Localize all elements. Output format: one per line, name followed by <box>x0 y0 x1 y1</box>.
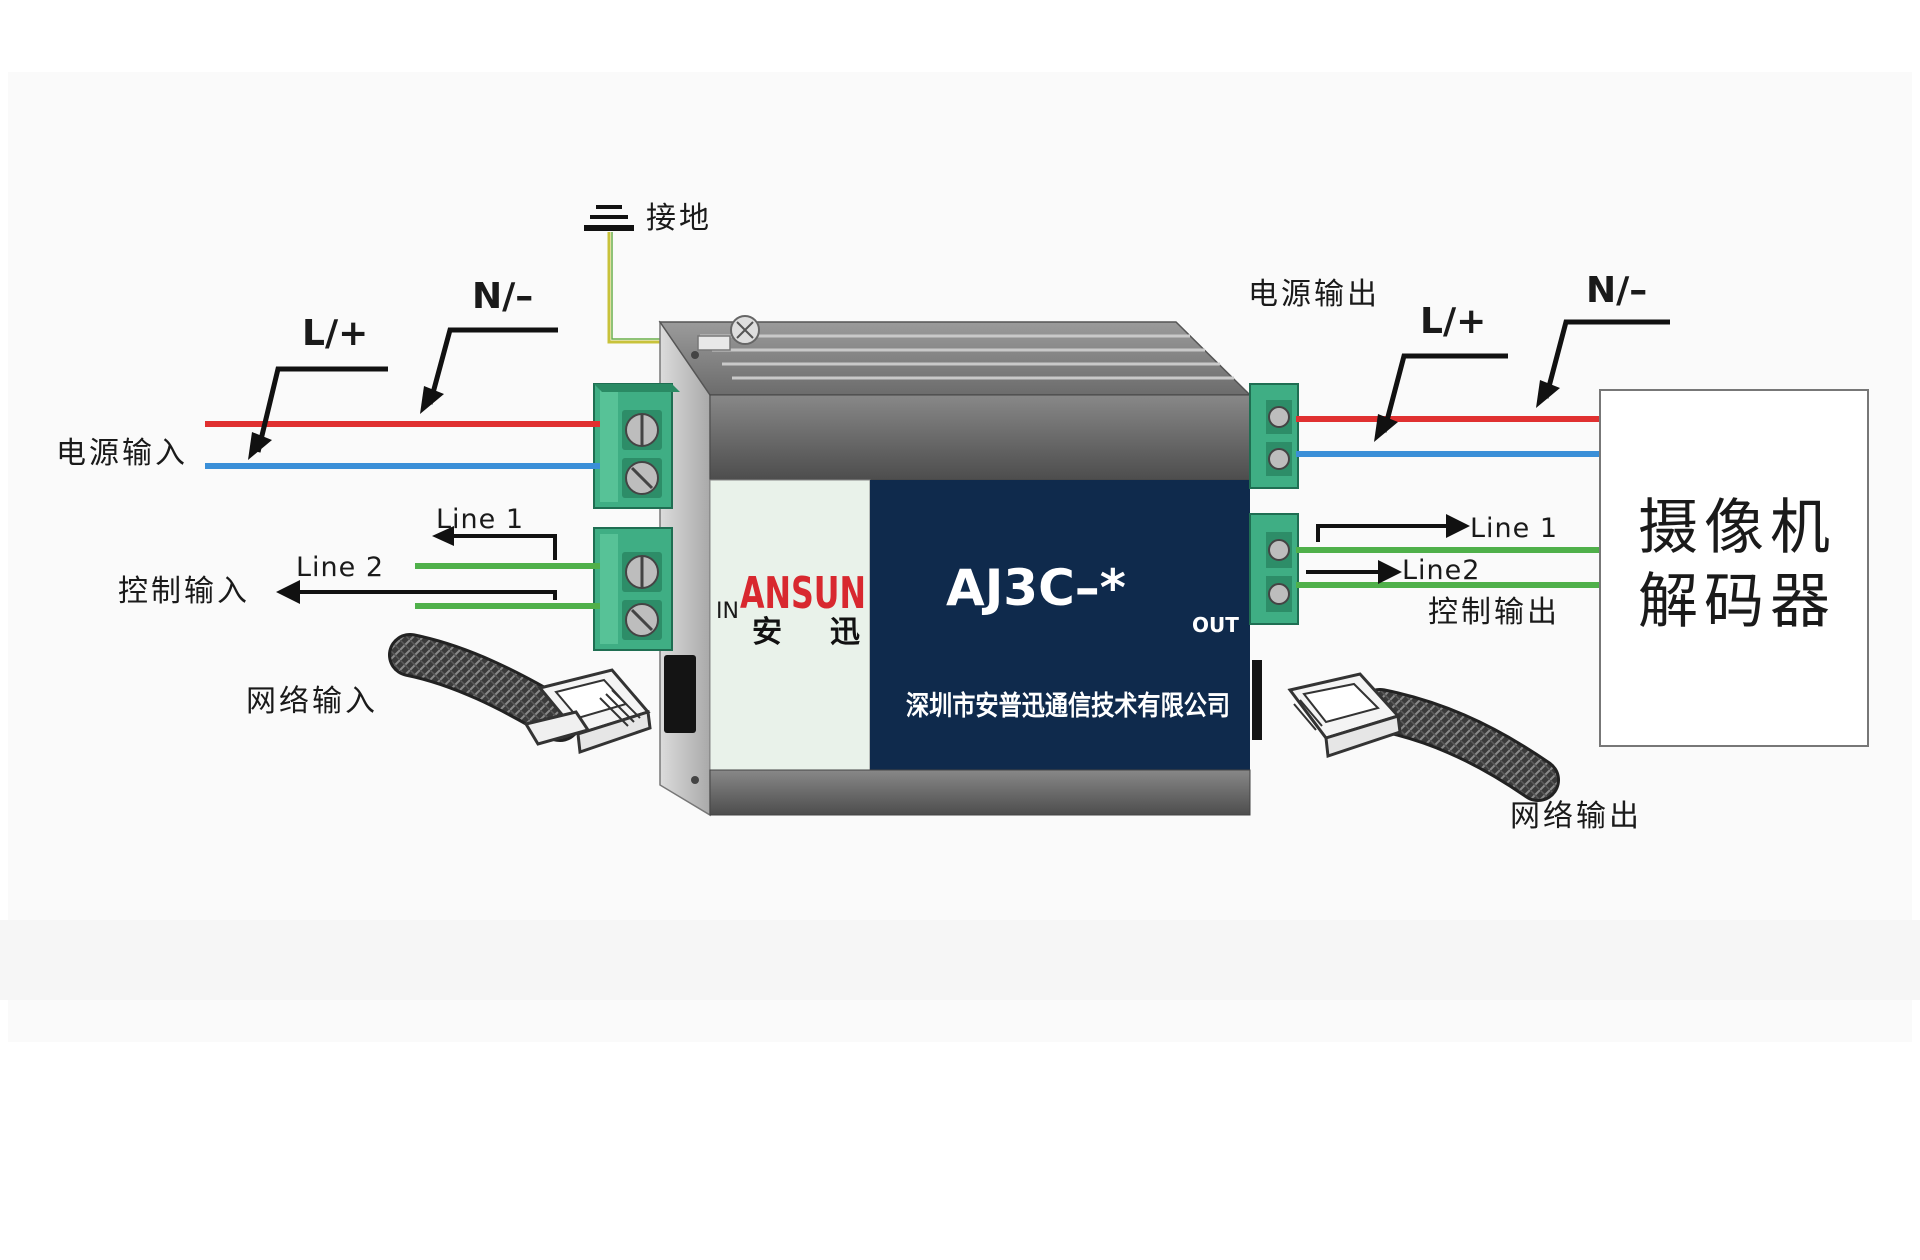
l-plus-out-label: L/+ <box>1420 301 1486 342</box>
decoder-label: 解码器 <box>1638 567 1836 637</box>
background-band <box>0 920 1920 1000</box>
device-front-upper-band <box>709 394 1251 481</box>
terminal-screw <box>1268 539 1290 561</box>
n-minus-in-arrow <box>427 327 558 405</box>
power-out-label: 电源输出 <box>1248 277 1380 312</box>
ground-label: 接地 <box>646 201 712 236</box>
device-label-panel-light <box>709 479 871 771</box>
brand-cn-2: 迅 <box>830 615 860 650</box>
network-in-label: 网络输入 <box>246 684 378 719</box>
in-label: IN <box>716 599 739 624</box>
camera-label: 摄像机 <box>1638 493 1836 563</box>
terminal-screw <box>1268 583 1290 605</box>
terminal-screw <box>1268 448 1290 470</box>
ground-symbol <box>584 205 634 231</box>
power-in-label: 电源输入 <box>56 436 188 471</box>
line1-out-arrow <box>1316 524 1448 542</box>
device-body <box>658 315 1262 817</box>
company-name: 深圳市安普迅通信技术有限公司 <box>906 690 1230 722</box>
rj45-plug-in <box>523 668 652 755</box>
n-minus-out-arrow <box>1543 319 1670 399</box>
line2-in-label: Line 2 <box>296 552 384 583</box>
n-minus-in-label: N/– <box>472 276 533 317</box>
control-out-label: 控制输出 <box>1428 595 1560 630</box>
out-label: OUT <box>1192 613 1239 637</box>
input-power-terminal <box>593 383 680 509</box>
ground-lug <box>697 335 731 351</box>
line2-in-arrow <box>298 590 557 600</box>
input-control-terminal <box>593 527 673 651</box>
line2-out-label: Line2 <box>1402 555 1480 586</box>
network-out-socket <box>1252 660 1262 740</box>
n-minus-out-label: N/– <box>1586 270 1647 311</box>
brand-logo: ANSUN <box>740 568 866 619</box>
device-label-panel-navy <box>870 480 1250 770</box>
rj45-plug-out <box>1287 672 1402 759</box>
control-in-label: 控制输入 <box>118 574 250 609</box>
network-out-cable <box>1287 672 1560 802</box>
model-label: AJ3C–* <box>946 559 1126 617</box>
l-plus-in-label: L/+ <box>302 313 368 354</box>
output-control-terminal <box>1249 513 1299 625</box>
l-plus-in-arrow <box>255 366 388 453</box>
line1-out-label: Line 1 <box>1470 513 1558 544</box>
network-in-socket <box>664 655 696 733</box>
camera-decoder-box <box>1599 389 1869 747</box>
network-out-label: 网络输出 <box>1510 799 1642 834</box>
output-power-terminal <box>1249 383 1299 489</box>
network-in-cable <box>388 633 652 755</box>
l-plus-out-arrow <box>1381 353 1508 433</box>
terminal-screw <box>1268 406 1290 428</box>
device-front-lower-band <box>709 769 1251 816</box>
line1-in-arrow <box>452 534 557 560</box>
brand-cn-1: 安 <box>752 615 782 650</box>
